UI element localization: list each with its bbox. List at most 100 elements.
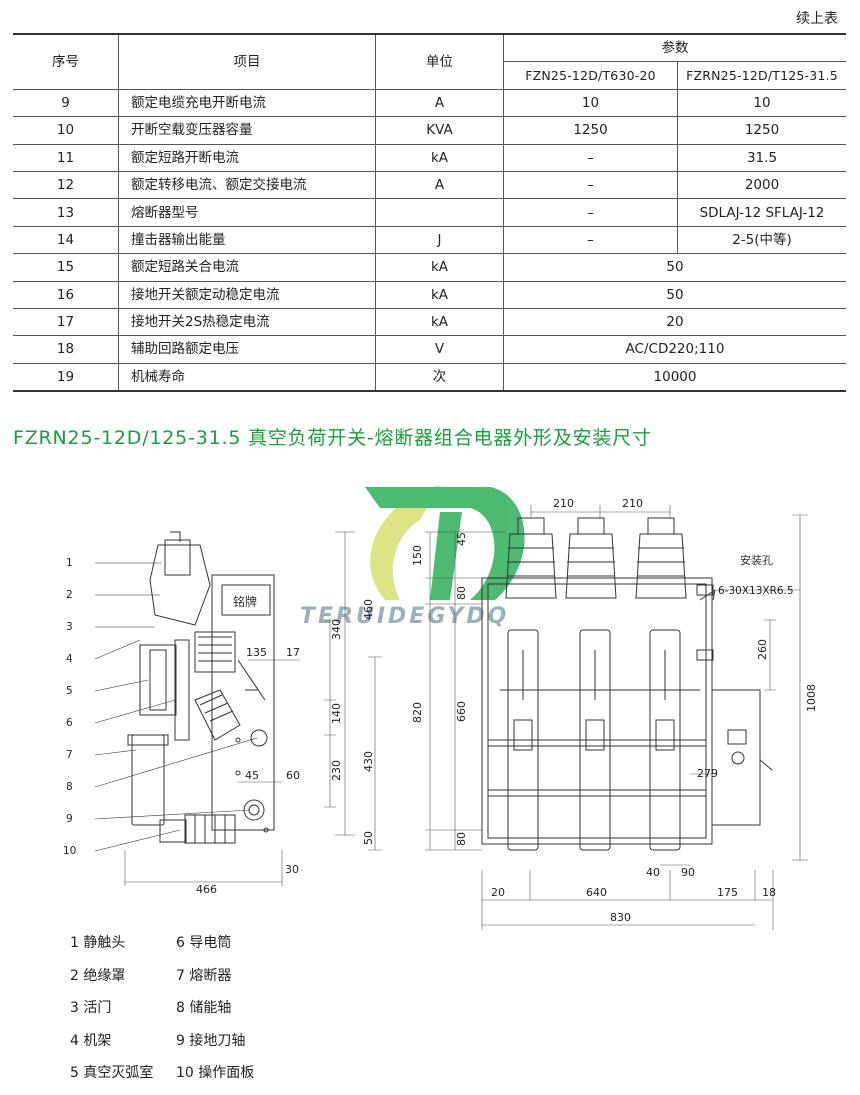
callout-5: 5 [66, 685, 73, 697]
callout-6: 6 [66, 717, 73, 729]
header-unit: 单位 [375, 32, 504, 90]
cell-no: 11 [13, 143, 119, 172]
dim-80b: 80 [455, 832, 468, 846]
cell-unit: kA [375, 307, 504, 337]
dim-640: 640 [586, 886, 607, 899]
table-row: 11 额定短路开断电流 kA – 31.5 [13, 143, 846, 172]
dim-260: 260 [756, 639, 769, 660]
table-row: 9 额定电缆充电开断电流 A 10 10 [13, 88, 846, 118]
legend-row: 3 活门 8 储能轴 [70, 997, 296, 1030]
dim-20: 20 [491, 886, 505, 899]
cell-v1: – [503, 225, 678, 255]
cell-unit [375, 198, 504, 227]
dim-45: 45 [245, 769, 259, 782]
spec-table: 序号 项目 单位 参数 FZN25-12D/T630-20 FZRN25-12D… [13, 32, 846, 393]
dim-150: 150 [411, 545, 424, 566]
cell-unit: kA [375, 143, 504, 172]
cell-item: 接地开关2S热稳定电流 [118, 307, 376, 337]
cell-item: 撞击器输出能量 [118, 225, 376, 255]
table-row: 19 机械寿命 次 10000 [13, 362, 846, 393]
grounding-shaft [243, 799, 265, 821]
table-row: 10 开断空载变压器容量 KVA 1250 1250 [13, 116, 846, 145]
front-dimension-lines [425, 505, 808, 930]
table-row: 17 接地开关2S热稳定电流 kA 20 [13, 307, 846, 337]
cell-no: 14 [13, 225, 119, 255]
cell-item: 辅助回路额定电压 [118, 335, 376, 364]
side-frame [211, 574, 275, 831]
dim-60: 60 [286, 769, 300, 782]
mount-hole-label: 安装孔 [740, 553, 773, 567]
callout-1: 1 [66, 557, 73, 569]
insulating-cover [149, 544, 211, 626]
section-title: FZRN25-12D/125-31.5 真空负荷开关-熔断器组合电器外形及安装尺… [13, 427, 652, 449]
dim-40: 40 [646, 866, 660, 879]
cell-unit: A [375, 170, 504, 200]
cell-v1: – [503, 198, 678, 227]
cell-merged: AC/CD220;110 [503, 335, 846, 364]
front-frame [481, 577, 713, 845]
cell-item: 额定转移电流、额定交接电流 [118, 170, 376, 200]
cell-v2: 31.5 [677, 143, 846, 172]
cell-no: 13 [13, 198, 119, 227]
dim-90: 90 [681, 866, 695, 879]
dim-175: 175 [717, 886, 738, 899]
cell-item: 额定短路开断电流 [118, 143, 376, 172]
dim-210a: 210 [553, 497, 574, 510]
cell-merged: 50 [503, 253, 846, 282]
fuse [131, 734, 165, 826]
front-view [481, 517, 773, 851]
cell-v1: 1250 [503, 116, 678, 145]
dim-18: 18 [762, 886, 776, 899]
vacuum-chamber [139, 644, 177, 716]
cell-no: 15 [13, 253, 119, 282]
table-row: 12 额定转移电流、额定交接电流 A – 2000 [13, 170, 846, 200]
dim-466: 466 [196, 883, 217, 896]
cell-no: 17 [13, 307, 119, 337]
pole-right [635, 517, 687, 851]
static-contact [164, 539, 191, 576]
table-row: 15 额定短路关合电流 kA 50 [13, 253, 846, 282]
cell-v1: 10 [503, 88, 678, 118]
legend-item: 2 绝缘罩 [70, 967, 126, 984]
header-seq: 序号 [13, 32, 119, 90]
callout-2: 2 [66, 589, 73, 601]
cell-no: 19 [13, 362, 119, 393]
callout-8: 8 [66, 781, 73, 793]
callout-10: 10 [63, 845, 76, 857]
legend-item: 7 熔断器 [176, 967, 232, 984]
cell-item: 额定短路关合电流 [118, 253, 376, 282]
legend-row: 5 真空灭弧室 10 操作面板 [70, 1062, 296, 1095]
dim-820: 820 [411, 702, 424, 723]
table-row: 18 辅助回路额定电压 V AC/CD220;110 [13, 335, 846, 364]
pole-center [565, 517, 617, 851]
cell-no: 16 [13, 280, 119, 309]
side-callout-numbers: 1 2 3 4 5 6 7 8 9 10 [63, 557, 76, 857]
cell-unit: J [375, 225, 504, 255]
company-logo [365, 485, 525, 600]
table-row: 13 熔断器型号 – SDLAJ-12 SFLAJ-12 [13, 198, 846, 227]
side-dimension-values: 135 17 340 460 140 230 430 45 60 50 30 4… [196, 599, 375, 896]
dim-279: 279 [697, 767, 718, 780]
cell-no: 18 [13, 335, 119, 364]
cell-unit: A [375, 88, 504, 118]
cell-no: 9 [13, 88, 119, 118]
legend-item: 6 导电筒 [176, 935, 232, 951]
dim-340: 340 [330, 619, 343, 640]
cell-v1: – [503, 143, 678, 172]
callout-7: 7 [66, 749, 73, 761]
front-dimension-values: 210 210 45 150 80 260 1008 820 660 279 8… [411, 497, 818, 924]
callout-4: 4 [66, 653, 73, 665]
header-model-2: FZRN25-12D/T125-31.5 [677, 61, 846, 90]
table-row: 14 撞击器输出能量 J – 2-5(中等) [13, 225, 846, 255]
dim-660: 660 [455, 701, 468, 722]
cell-item: 机械寿命 [118, 362, 376, 393]
cell-unit: KVA [375, 116, 504, 145]
parts-legend: 1 静触头 6 导电筒 2 绝缘罩 7 熔断器 3 活门 8 储能轴 4 机架 … [70, 932, 296, 1095]
callout-9: 9 [66, 813, 73, 825]
cell-unit: kA [375, 280, 504, 309]
dim-230: 230 [330, 760, 343, 781]
dim-45: 45 [455, 532, 468, 546]
cell-unit: kA [375, 253, 504, 282]
legend-row: 4 机架 9 接地刀轴 [70, 1030, 296, 1063]
side-view [94, 531, 275, 852]
